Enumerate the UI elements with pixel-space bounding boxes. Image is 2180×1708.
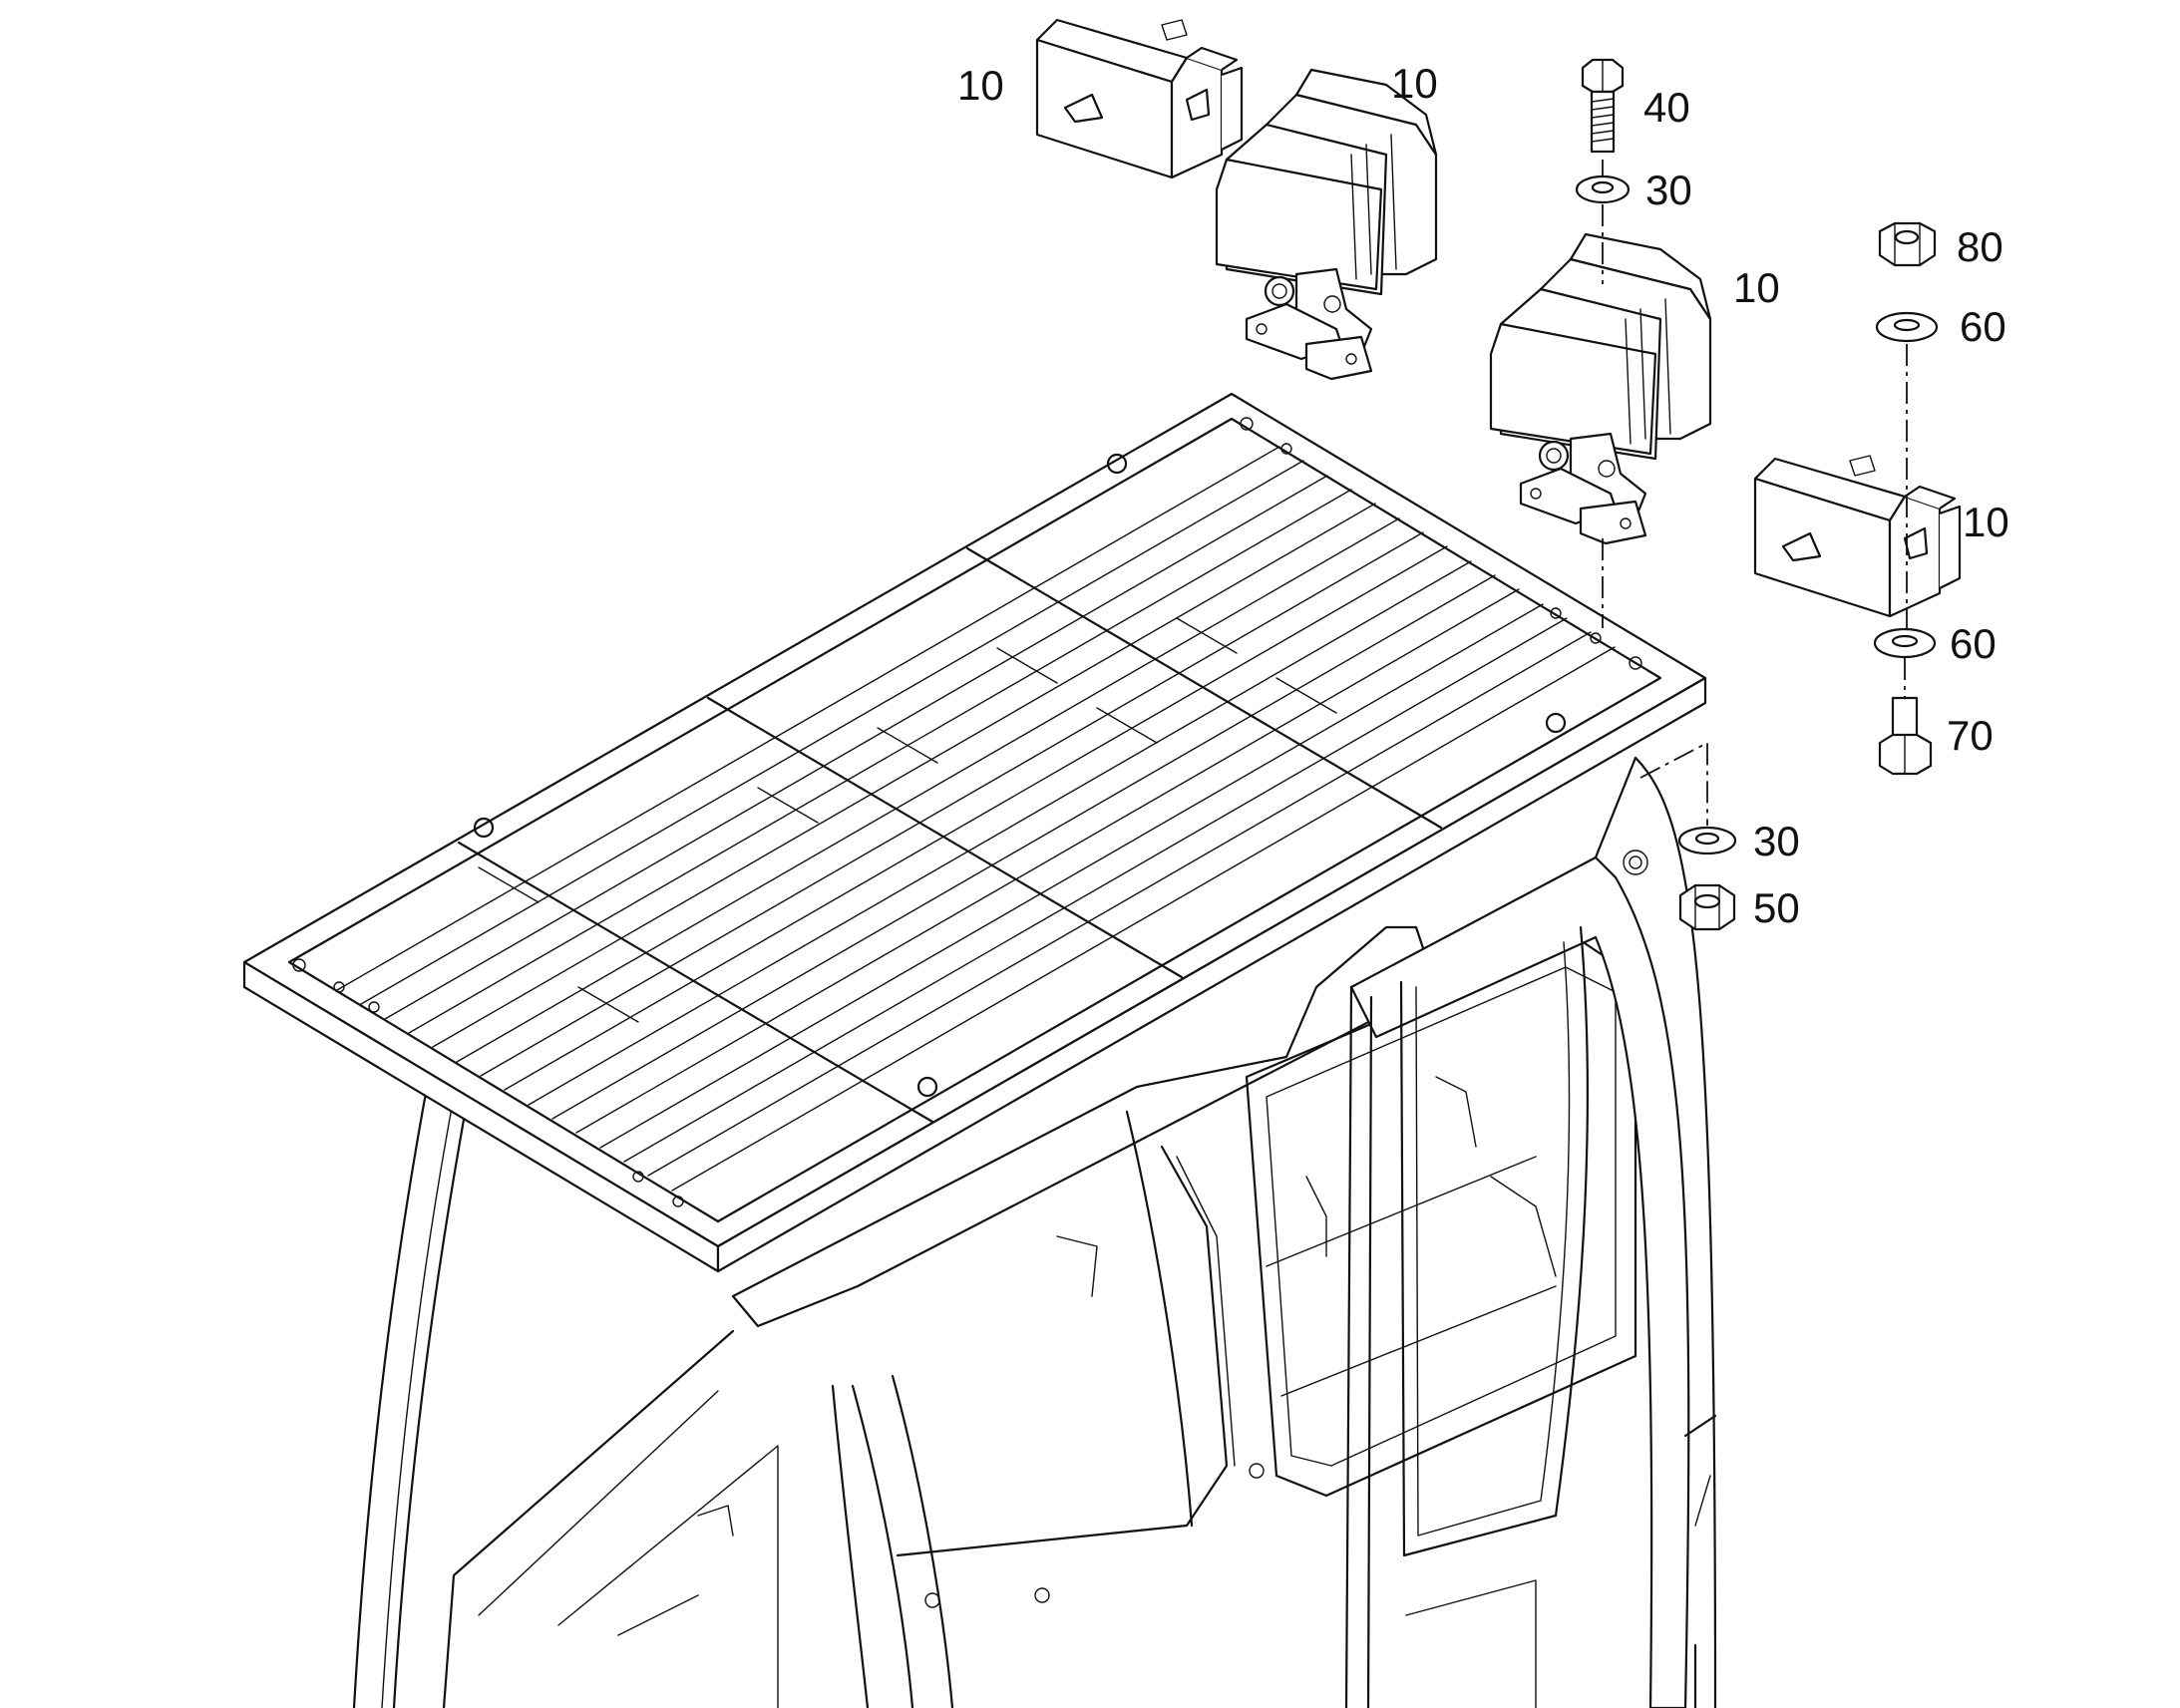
callout-10-d: 10	[1963, 499, 2009, 545]
work-lamp-right	[1489, 232, 1712, 545]
callout-60-a: 60	[1960, 303, 2006, 350]
callout-30-a: 30	[1645, 167, 1692, 213]
callout-10-a: 10	[957, 62, 1004, 109]
roof-guard	[242, 392, 1707, 1273]
work-lamp-upper	[1215, 68, 1438, 381]
callout-labels: 10 10 40 30 80 60 10 10 60 70 30 50	[957, 60, 2009, 931]
lamp-relay-box-left	[1035, 18, 1244, 179]
callout-70: 70	[1947, 712, 1994, 759]
flat-washer-60-lower	[1873, 627, 1937, 659]
assembly-lines	[1602, 160, 1908, 826]
flat-washer-lower	[1677, 826, 1737, 855]
hex-bolt-upper	[1581, 58, 1625, 154]
callout-50: 50	[1753, 884, 1800, 931]
callout-40: 40	[1643, 84, 1690, 131]
flat-washer-60-upper	[1875, 311, 1939, 343]
hex-bolt-lower	[1878, 696, 1933, 776]
hex-nut-lower	[1678, 883, 1736, 931]
hex-nut-upper	[1878, 221, 1937, 267]
callout-80: 80	[1957, 223, 2003, 270]
callout-10-c: 10	[1733, 264, 1780, 311]
callout-10-b: 10	[1391, 60, 1438, 107]
lamp-relay-box-right	[1753, 455, 1962, 618]
callout-30-b: 30	[1753, 818, 1800, 864]
callout-60-b: 60	[1950, 620, 1997, 667]
cab-frame	[352, 756, 1717, 1708]
flat-washer-upper	[1575, 174, 1631, 204]
